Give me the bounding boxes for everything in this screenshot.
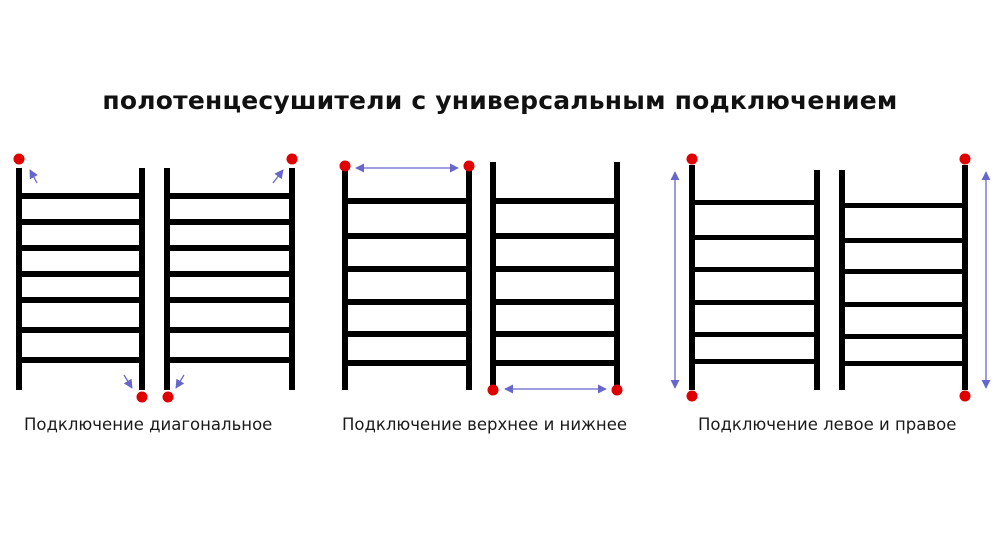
right-riser [289,168,295,390]
rung [164,271,295,277]
towel-dryer-left [13,153,148,403]
rung [342,360,472,366]
left-riser [689,165,695,390]
rung [342,331,472,337]
rung [164,327,295,333]
towel-dryer-left [670,153,820,402]
rung [164,357,295,363]
towel-dryer-left [339,160,475,390]
top-bottom-group [339,160,623,396]
rung [16,245,145,251]
rung [342,299,472,305]
rungs [490,198,620,366]
connection-point-top-right [463,160,475,172]
rungs [16,193,145,363]
rung [839,361,968,366]
rung [164,245,295,251]
rung [16,271,145,277]
right-riser [139,168,145,390]
rung [490,198,620,204]
towel-dryer-right [487,162,623,396]
rung [490,233,620,239]
flow-arrow [123,374,133,389]
connection-point-bottom-left [686,390,698,402]
diagonal-group [13,153,298,403]
rung [839,203,968,208]
rung [689,359,820,364]
rung [342,198,472,204]
left-riser [490,162,496,388]
flow-arrow [272,169,284,184]
rung [689,200,820,205]
towel-dryer-right [162,153,298,403]
rung [16,327,145,333]
rungs [164,193,295,363]
connection-point-top-right [959,153,971,165]
rung [16,219,145,225]
diagram-title: полотенцесушители с универсальным подклю… [102,86,898,115]
rung [839,269,968,274]
rung [342,233,472,239]
towel-dryer-right [839,153,991,402]
rung [490,266,620,272]
connection-point-top-left [13,153,25,165]
right-riser [614,162,620,388]
left-riser [16,168,22,390]
rung [689,267,820,272]
rung [490,331,620,337]
connection-point-bottom-left [162,391,174,403]
flow-arrow [175,374,185,389]
right-riser [962,165,968,390]
rungs [689,200,820,364]
rung [839,302,968,307]
right-riser [814,170,820,390]
left-riser [342,170,348,390]
left-riser [839,170,845,390]
rung [839,238,968,243]
caption-top-bottom: Подключение верхнее и нижнее [342,415,628,434]
rungs [342,198,472,366]
rung [16,297,145,303]
right-riser [466,170,472,390]
rung [164,297,295,303]
flow-arrow [29,169,38,184]
rung [342,266,472,272]
left-riser [164,168,170,390]
side-group [670,153,991,402]
connection-point-bottom-right [959,390,971,402]
rung [16,193,145,199]
connection-point-bottom-left [487,384,499,396]
caption-side: Подключение левое и правое [698,415,957,434]
rungs [839,203,968,366]
caption-diagonal: Подключение диагональное [24,415,273,434]
rung [490,299,620,305]
rung [164,219,295,225]
rung [689,300,820,305]
connection-point-top-left [339,160,351,172]
connection-point-top-left [686,153,698,165]
rung [16,357,145,363]
rung [689,235,820,240]
rung [490,360,620,366]
rung [164,193,295,199]
connection-point-top-right [286,153,298,165]
connection-point-bottom-right [136,391,148,403]
rung [839,334,968,339]
rung [689,332,820,337]
connection-point-bottom-right [611,384,623,396]
